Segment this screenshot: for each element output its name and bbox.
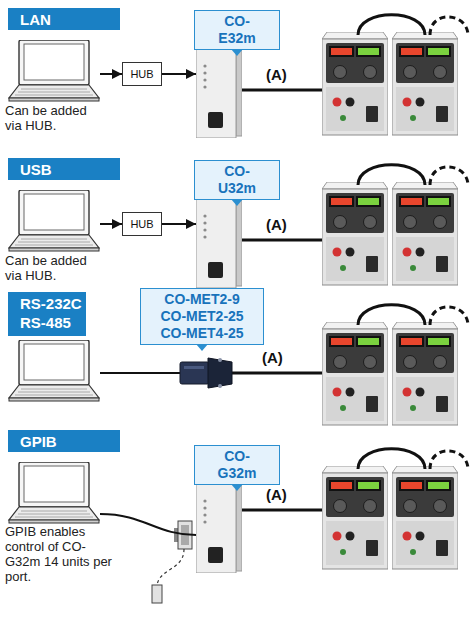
converter-unit: CO-E32m: [196, 38, 236, 138]
adapter-screw: [218, 358, 222, 362]
link-cables-more: [430, 17, 468, 469]
power-supply: [392, 466, 458, 569]
bus-label: (A): [266, 216, 287, 234]
hub-label: HUB: [123, 213, 161, 235]
converter-unit: CO-MET2-9 CO-MET2-25 CO-MET4-25: [180, 360, 232, 386]
serial-cable: [100, 372, 181, 374]
adapter-shine: [184, 366, 204, 369]
interface-name: GPIB: [20, 432, 84, 451]
model-callout: CO-U32m: [194, 160, 280, 200]
power-supply: [392, 322, 458, 425]
power-supply: [322, 322, 388, 425]
caption-note: GPIB enables control of CO-G32m 14 units…: [5, 524, 121, 584]
link-cables: [358, 15, 425, 469]
link-cable-dashed: [430, 307, 468, 325]
converter-unit: CO-G32m: [196, 473, 236, 573]
bus-label: (A): [266, 66, 287, 84]
bus-line: [242, 239, 322, 242]
gpib-connector-art: [152, 521, 192, 603]
model-callout: CO-E32m: [194, 10, 280, 50]
laptop: [9, 340, 99, 401]
link-cable-dashed: [430, 451, 468, 469]
laptop: [9, 462, 99, 523]
connector-line: [100, 73, 122, 75]
link-cable: [358, 449, 425, 469]
link-cable-dashed: [430, 167, 468, 185]
gpib-plug: [152, 585, 162, 603]
computer-node: Can be added via HUB.: [5, 190, 100, 252]
converter-unit: CO-U32m: [196, 188, 236, 288]
interface-name: USB: [20, 160, 84, 179]
power-supply: [322, 182, 388, 285]
model-callout: CO-MET2-9 CO-MET2-25 CO-MET4-25: [140, 288, 264, 345]
power-supply: [392, 32, 458, 135]
caption-note: Can be added via HUB.: [5, 103, 97, 133]
interface-tag: USB: [8, 158, 120, 180]
link-cable-dashed: [430, 17, 468, 35]
computer-node: GPIB enables control of CO-G32m 14 units…: [5, 462, 100, 524]
connector-line: [162, 73, 196, 75]
bus-line: [232, 372, 322, 375]
power-supply: [322, 32, 388, 135]
laptop: [9, 190, 99, 251]
link-cable: [358, 165, 425, 185]
hub-box: HUB: [122, 62, 162, 86]
connector-line: [100, 223, 122, 225]
adapter-plug: [208, 358, 232, 388]
bus-label: (A): [266, 486, 287, 504]
bus-line: [242, 89, 322, 92]
model-callout: CO-G32m: [194, 445, 280, 485]
adapter-body: [180, 362, 209, 384]
link-cable: [358, 305, 425, 325]
serial-adapter-art: [180, 358, 232, 388]
connector-line: [162, 223, 196, 225]
interface-tag: GPIB: [8, 430, 120, 452]
adapter-screw: [218, 384, 222, 388]
caption-note: Can be added via HUB.: [5, 253, 97, 283]
power-supply: [322, 466, 388, 569]
gpib-daisy-chain: [157, 549, 184, 585]
gpib-pins: [181, 525, 189, 545]
power-supply: [392, 182, 458, 285]
bus-label: (A): [262, 349, 283, 367]
hub-label: HUB: [123, 63, 161, 85]
interface-tag: RS-232C RS-485: [8, 292, 86, 336]
interface-name: LAN: [20, 10, 84, 29]
interface-name: RS-232C RS-485: [20, 294, 84, 332]
interface-tag: LAN: [8, 8, 120, 30]
laptop: [9, 40, 99, 101]
computer-node: Can be added via HUB.: [5, 40, 100, 102]
connector-line: [100, 514, 196, 535]
bus-line: [242, 509, 322, 512]
link-cable: [358, 15, 425, 35]
hub-box: HUB: [122, 212, 162, 236]
gpib-cap: [174, 528, 178, 542]
gpib-plug: [178, 521, 192, 549]
